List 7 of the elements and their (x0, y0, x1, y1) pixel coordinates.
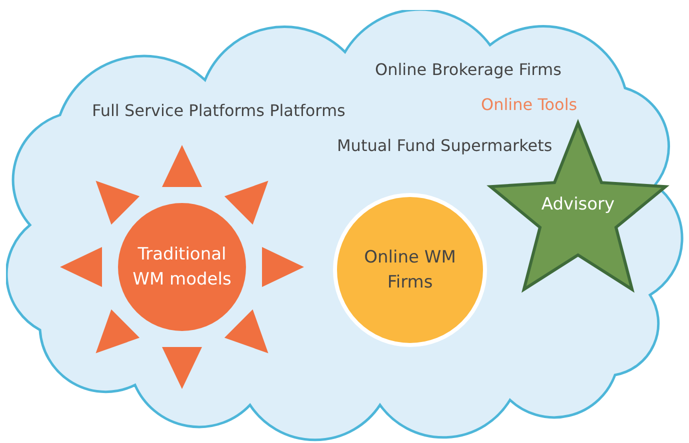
text-label: Online Brokerage Firms (375, 60, 562, 79)
text-label: Mutual Fund Supermarkets (337, 136, 552, 155)
node-label: Advisory (540, 194, 616, 217)
node-label: Online WM Firms (363, 246, 457, 294)
text-label: Online Tools (481, 95, 578, 114)
node-label: Traditional WM models (132, 243, 232, 291)
text-label: Full Service Platforms Platforms (92, 101, 346, 120)
